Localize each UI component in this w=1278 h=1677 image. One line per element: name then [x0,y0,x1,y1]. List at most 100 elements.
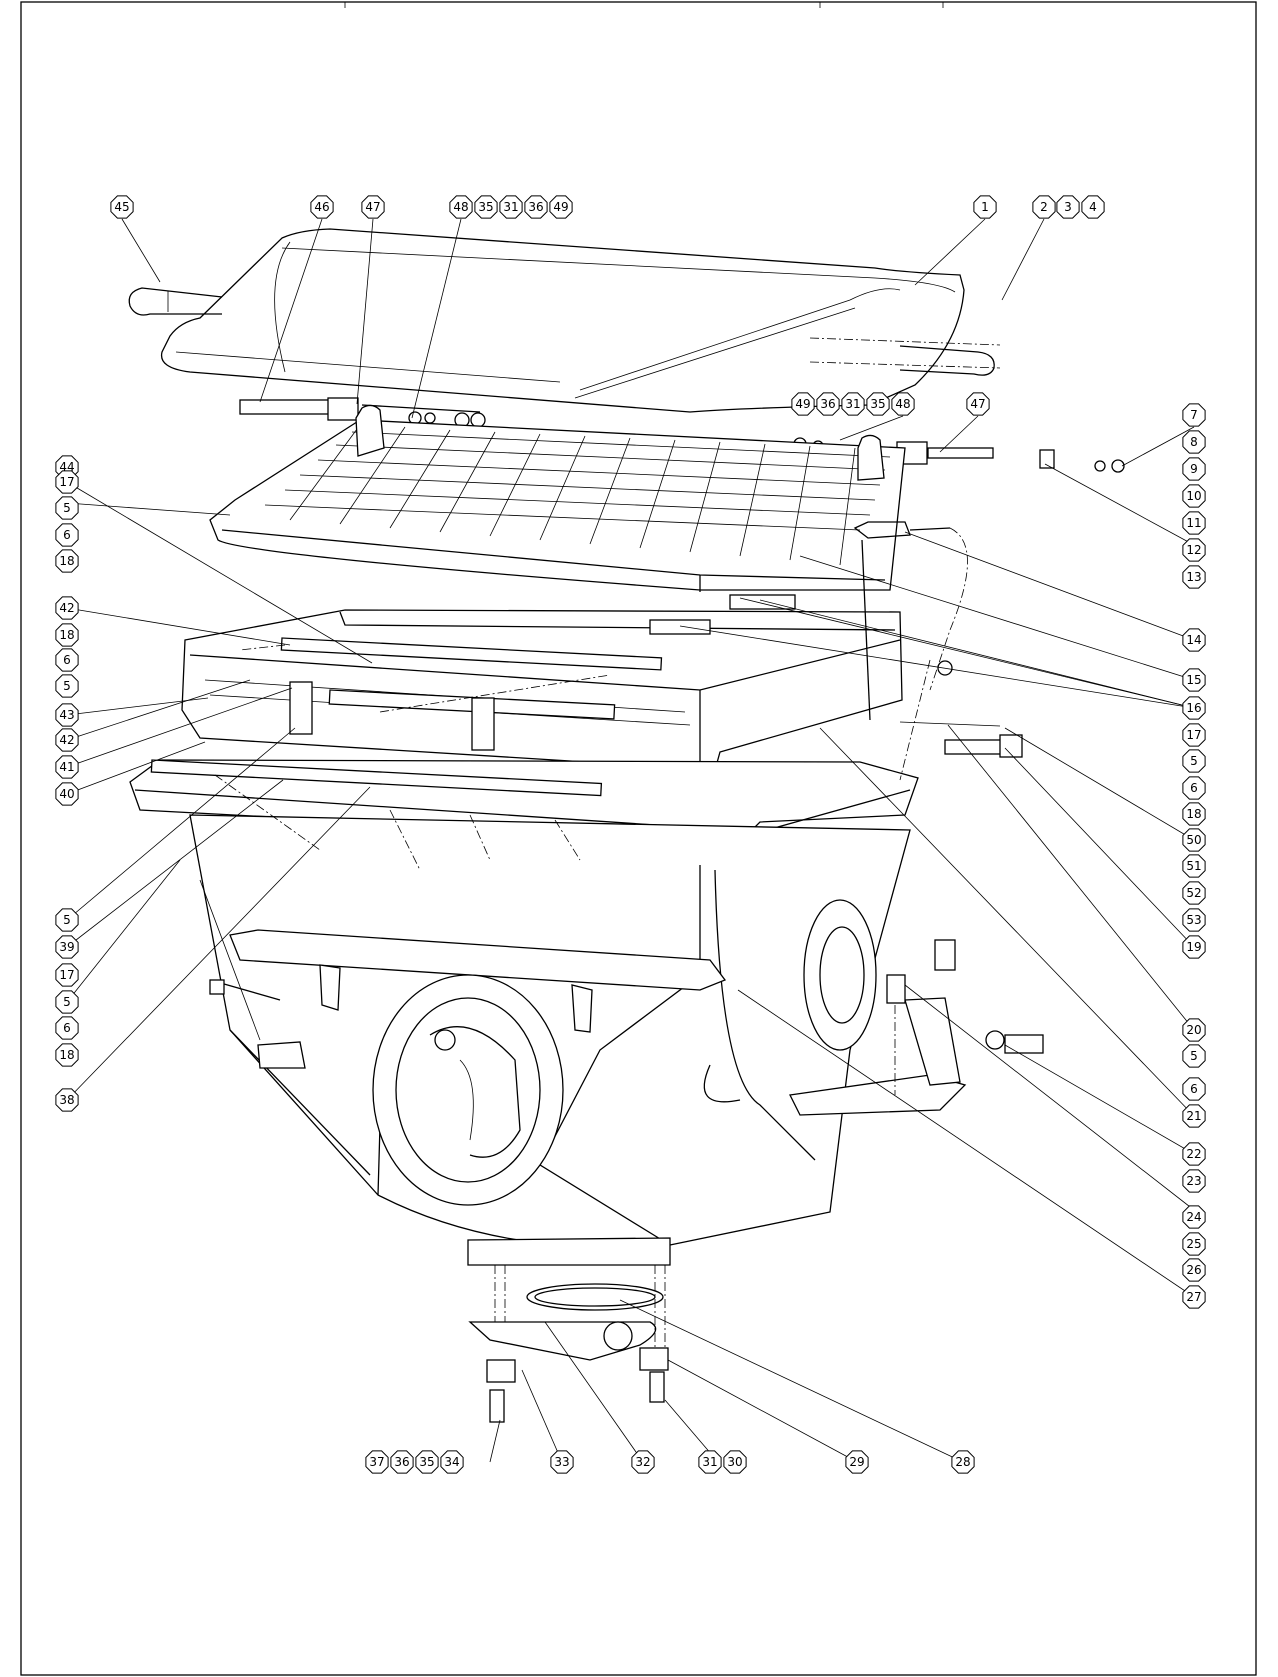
callout-18: 18 [55,623,79,647]
callout-balloon [891,392,915,416]
callout-label: 6 [63,653,71,667]
callout-balloon [549,195,573,219]
callout-balloon [1182,802,1206,826]
callout-22: 22 [1182,1142,1206,1166]
callout-47: 47 [361,195,385,219]
side-mount-bracket [789,939,1044,1116]
callout-balloon [1182,1232,1206,1256]
callout-label: 46 [314,200,329,214]
callout-balloon [816,392,840,416]
callout-48: 48 [891,392,915,416]
callout-label: 3 [1064,200,1072,214]
callout-label: 43 [59,708,74,722]
callout-balloon [698,1450,722,1474]
callout-balloon [365,1450,389,1474]
callout-28: 28 [951,1450,975,1474]
callout-balloon [55,549,79,573]
callout-label: 9 [1190,462,1198,476]
hopper-rim [129,759,919,843]
callout-label: 23 [1186,1174,1201,1188]
callout-label: 18 [1186,807,1201,821]
callout-label: 5 [1190,1049,1198,1063]
callout-balloon [1182,1044,1206,1068]
callout-label: 36 [820,397,835,411]
callout-36: 36 [390,1450,414,1474]
callout-12: 12 [1182,538,1206,562]
callout-46: 46 [310,195,334,219]
callout-23: 23 [1182,1169,1206,1193]
callout-balloon [1182,1258,1206,1282]
callout-balloon [55,496,79,520]
callout-label: 34 [444,1455,459,1469]
leader-lines [66,218,1195,1463]
callout-balloon [524,195,548,219]
callout-label: 35 [419,1455,434,1469]
callout-label: 42 [59,733,74,747]
callout-label: 21 [1186,1109,1201,1123]
callout-52: 52 [1182,881,1206,905]
callout-balloon [791,392,815,416]
callout-balloon [55,1016,79,1040]
callout-balloon [474,195,498,219]
front-port [372,974,564,1206]
callout-balloon [973,195,997,219]
callout-5: 5 [55,908,79,932]
discharge-flange-parts [468,1265,669,1423]
callout-label: 18 [59,1048,74,1062]
callout-5: 5 [55,990,79,1014]
callout-balloon [440,1450,464,1474]
callout-53: 53 [1182,908,1206,932]
callout-6: 6 [55,523,79,547]
callout-label: 5 [63,679,71,693]
callout-balloon [1182,749,1206,773]
lid-handle-left [128,287,223,316]
callout-label: 39 [59,940,74,954]
callout-balloon [966,392,990,416]
callout-label: 7 [1190,408,1198,422]
callout-balloon [1182,430,1206,454]
callout-label: 6 [1190,781,1198,795]
callout-1: 1 [973,195,997,219]
callout-label: 51 [1186,859,1201,873]
callout-balloon [1182,484,1206,508]
hopper-lid [160,228,965,413]
callout-label: 8 [1190,435,1198,449]
callout-32: 32 [631,1450,655,1474]
callout-14: 14 [1182,628,1206,652]
callout-label: 17 [1186,728,1201,742]
hopper-body [189,814,911,1266]
callout-29: 29 [845,1450,869,1474]
callout-17: 17 [55,963,79,987]
callout-balloon [110,195,134,219]
callout-balloon [1182,854,1206,878]
callout-4: 4 [1081,195,1105,219]
callout-balloon [1182,1077,1206,1101]
callout-35: 35 [474,195,498,219]
callout-50: 50 [1182,828,1206,852]
callout-label: 47 [365,200,380,214]
callout-balloon [55,703,79,727]
callout-5: 5 [1182,1044,1206,1068]
callout-balloon [55,1043,79,1067]
callout-balloon [55,623,79,647]
callout-label: 31 [845,397,860,411]
callout-label: 16 [1186,701,1201,715]
callout-7: 7 [1182,403,1206,427]
callout-balloon [361,195,385,219]
callout-6: 6 [1182,1077,1206,1101]
callout-balloon [1182,538,1206,562]
callout-balloon [1182,696,1206,720]
side-port [803,899,877,1051]
callout-label: 10 [1186,489,1201,503]
callout-label: 24 [1186,1210,1201,1224]
callout-label: 29 [849,1455,864,1469]
callout-36: 36 [524,195,548,219]
callout-5: 5 [55,496,79,520]
callout-label: 40 [59,787,74,801]
callout-51: 51 [1182,854,1206,878]
callout-43: 43 [55,703,79,727]
callout-2: 2 [1032,195,1056,219]
callout-balloon [1182,403,1206,427]
callout-label: 33 [554,1455,569,1469]
